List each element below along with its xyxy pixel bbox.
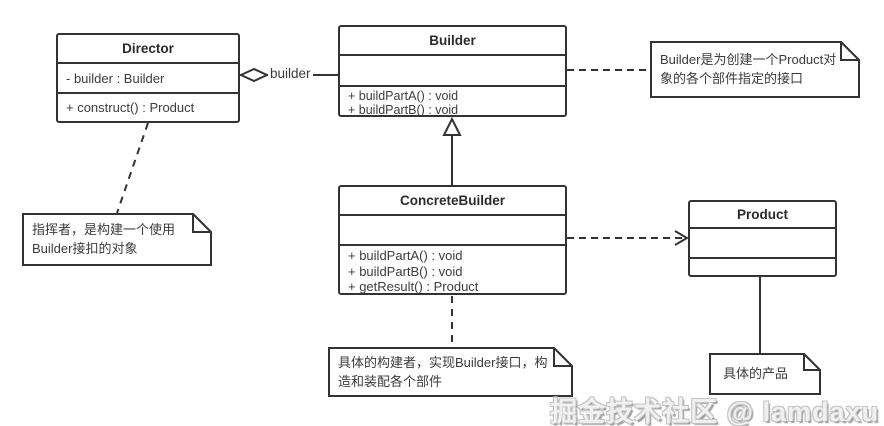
- class-product-name: Product: [736, 207, 788, 222]
- class-concretebuilder-attributes: [340, 214, 565, 244]
- note-shape: [650, 41, 860, 98]
- note-shape: [328, 347, 573, 397]
- class-director-methods: + construct() : Product: [58, 92, 238, 121]
- aggregation-edge-label: builder: [268, 66, 313, 82]
- class-product-methods: [690, 257, 835, 275]
- class-concretebuilder-methods: + buildPartA() : void + buildPartB() : v…: [340, 244, 565, 293]
- class-builder-attributes: [340, 54, 565, 85]
- note-concretebuilder: 具体的构建者，实现Builder接口，构造和装配各个部件: [328, 347, 573, 397]
- generalization-concretebuilder-builder: [442, 116, 462, 185]
- note-builder-text: Builder是为创建一个Product对象的各个部件指定的接口: [660, 52, 837, 86]
- class-director-name: Director: [122, 41, 174, 56]
- method: + construct() : Product: [66, 100, 195, 115]
- class-builder-name: Builder: [429, 33, 476, 48]
- note-builder: Builder是为创建一个Product对象的各个部件指定的接口: [650, 41, 860, 98]
- note-product: 具体的产品: [709, 353, 821, 395]
- dependency-concretebuilder-product: [567, 230, 689, 246]
- attribute: - builder : Builder: [66, 70, 165, 86]
- method: + buildPartA() : void: [348, 248, 463, 263]
- class-concretebuilder: ConcreteBuilder + buildPartA() : void + …: [338, 185, 567, 295]
- note-link-director: [116, 122, 149, 214]
- class-builder: Builder + buildPartA() : void + buildPar…: [338, 25, 567, 117]
- method: + buildPartB() : void: [348, 263, 463, 279]
- note-product-text: 具体的产品: [723, 366, 789, 381]
- method: + getResult() : Product: [348, 279, 479, 293]
- note-shape: [22, 213, 212, 266]
- method: + buildPartA() : void: [348, 89, 459, 103]
- class-director-attributes: - builder : Builder: [58, 62, 238, 92]
- class-director: Director - builder : Builder + construct…: [56, 33, 240, 123]
- class-builder-methods: + buildPartA() : void + buildPartB() : v…: [340, 85, 565, 115]
- method: + buildPartB() : void: [348, 103, 459, 115]
- watermark: 掘金技术社区 @ lamdaxu: [550, 397, 879, 426]
- class-product-attributes: [690, 227, 835, 257]
- note-director: 指挥者，是构建一个使用Builder接扣的对象: [22, 213, 212, 266]
- note-director-text: 指挥者，是构建一个使用Builder接扣的对象: [32, 222, 176, 256]
- note-shape: [709, 353, 821, 395]
- class-product: Product: [688, 200, 837, 277]
- class-concretebuilder-name: ConcreteBuilder: [399, 193, 506, 208]
- note-concretebuilder-text: 具体的构建者，实现Builder接口，构造和装配各个部件: [338, 355, 548, 389]
